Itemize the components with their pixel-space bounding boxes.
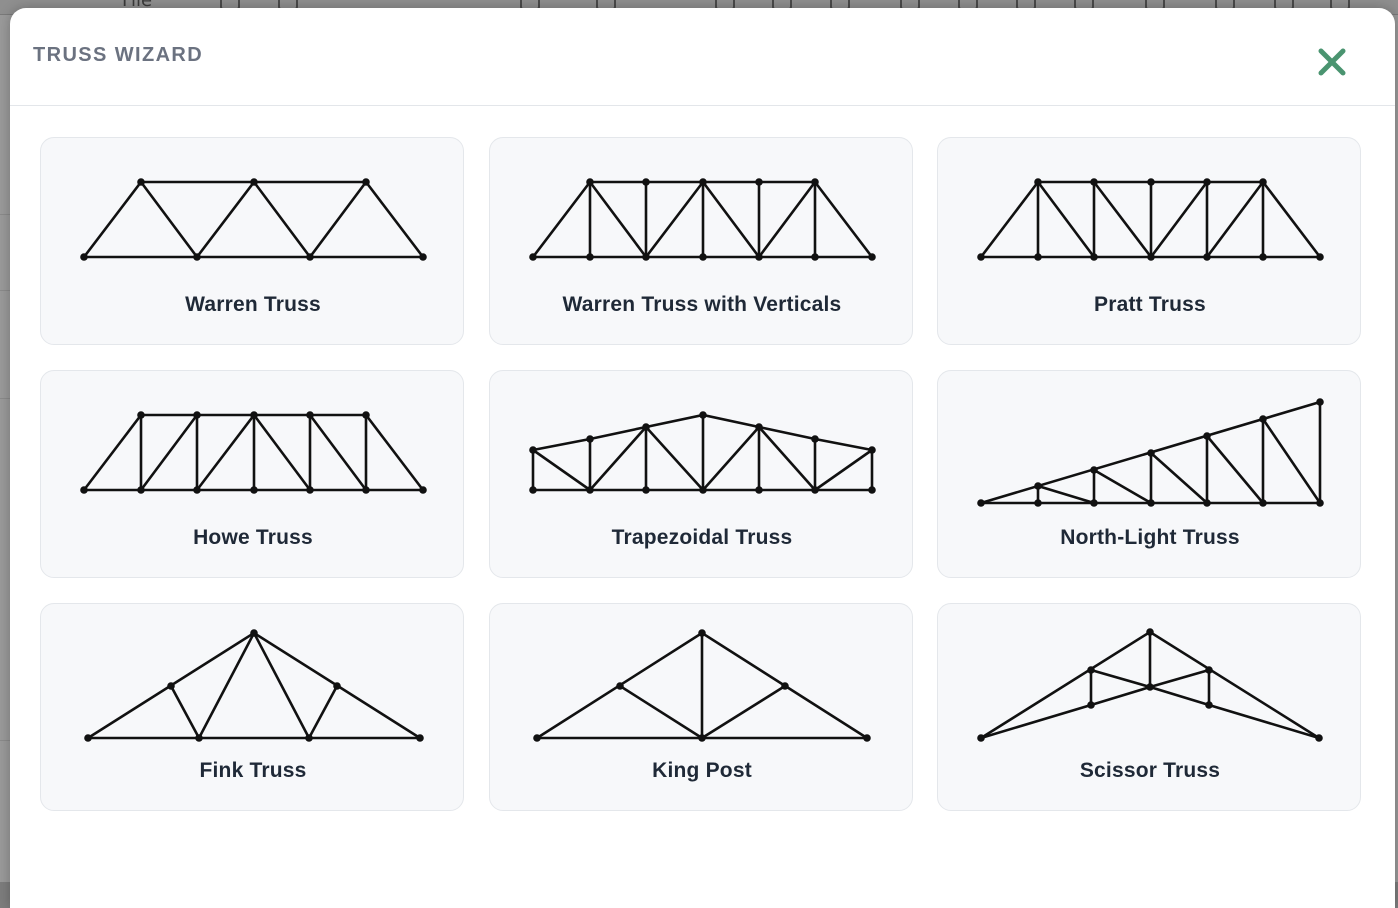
fink-truss-icon bbox=[84, 629, 424, 742]
king-post-icon bbox=[533, 629, 871, 742]
dialog-title: TRUSS WIZARD bbox=[33, 44, 204, 66]
truss-card-label: Trapezoidal Truss bbox=[611, 526, 793, 549]
background-divider bbox=[0, 214, 10, 215]
truss-card-label: King Post bbox=[652, 759, 752, 782]
warren-truss-icon bbox=[80, 178, 427, 261]
close-button[interactable] bbox=[1316, 46, 1348, 78]
pratt-truss-icon bbox=[977, 178, 1324, 261]
truss-card-label: Pratt Truss bbox=[1094, 293, 1206, 316]
background-divider bbox=[0, 398, 10, 399]
truss-card-scissor[interactable]: Scissor Truss bbox=[937, 603, 1361, 811]
truss-card-label: Warren Truss bbox=[185, 293, 321, 316]
scissor-truss-icon bbox=[977, 628, 1323, 742]
truss-wizard-dialog: TRUSS WIZARD Warren Truss bbox=[10, 8, 1395, 908]
truss-card-north-light[interactable]: North-Light Truss bbox=[937, 370, 1361, 578]
truss-card-label: Fink Truss bbox=[199, 759, 307, 782]
truss-card-label: North-Light Truss bbox=[1060, 526, 1240, 549]
truss-card-warren-verticals[interactable]: Warren Truss with Verticals bbox=[489, 137, 913, 345]
background-divider bbox=[0, 740, 10, 741]
truss-card-trapezoidal[interactable]: Trapezoidal Truss bbox=[489, 370, 913, 578]
truss-card-pratt[interactable]: Pratt Truss bbox=[937, 137, 1361, 345]
truss-card-label: Howe Truss bbox=[193, 526, 313, 549]
north-light-truss-icon bbox=[977, 398, 1324, 507]
warren-verticals-truss-icon bbox=[529, 178, 876, 261]
file-menu: File bbox=[122, 0, 153, 11]
trapezoidal-truss-icon bbox=[529, 411, 876, 494]
truss-card-howe[interactable]: Howe Truss bbox=[40, 370, 464, 578]
truss-card-king-post[interactable]: King Post bbox=[489, 603, 913, 811]
truss-card-fink[interactable]: Fink Truss bbox=[40, 603, 464, 811]
truss-card-label: Warren Truss with Verticals bbox=[562, 293, 842, 316]
truss-card-label: Scissor Truss bbox=[1079, 759, 1221, 782]
howe-truss-icon bbox=[80, 411, 427, 494]
truss-card-warren[interactable]: Warren Truss bbox=[40, 137, 464, 345]
background-divider bbox=[0, 290, 10, 291]
close-x-icon bbox=[1318, 48, 1346, 76]
dialog-header: TRUSS WIZARD bbox=[10, 8, 1395, 106]
